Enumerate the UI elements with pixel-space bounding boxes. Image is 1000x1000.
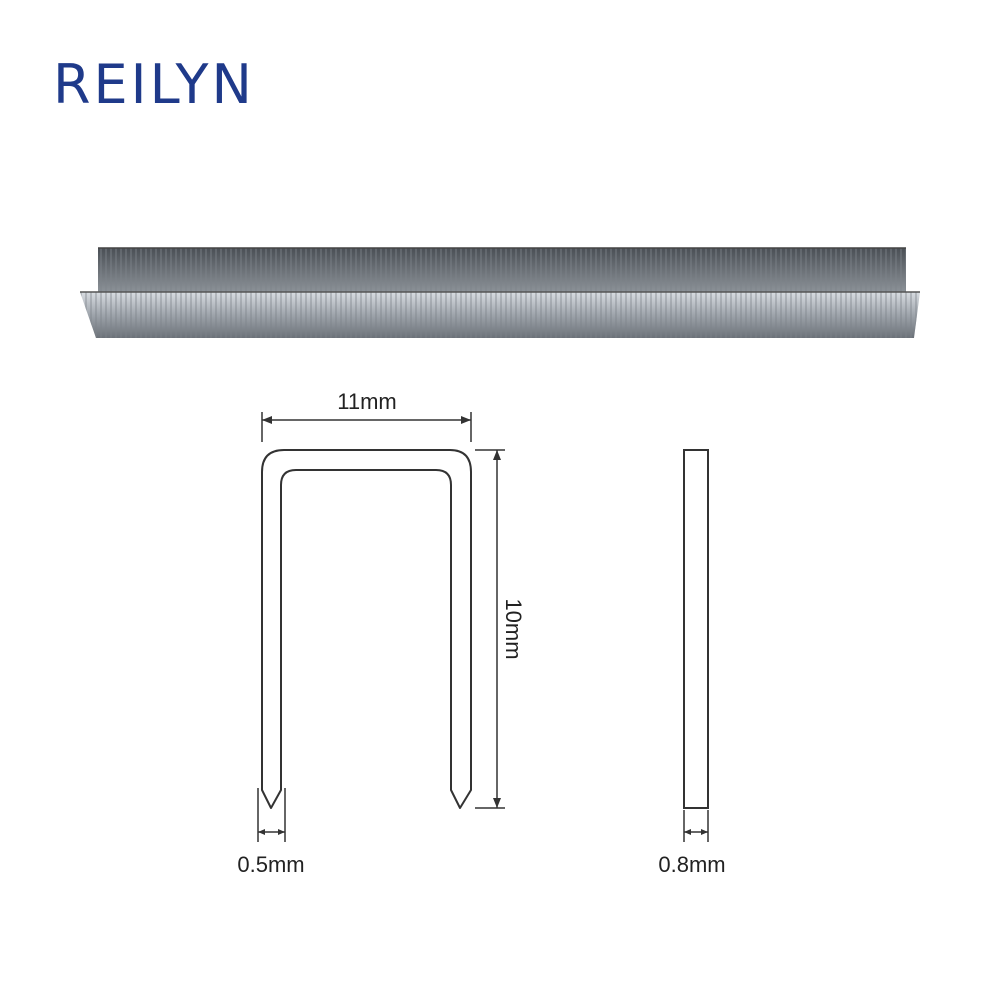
thickness-dimension: 0.8mm xyxy=(658,810,726,877)
thickness-label: 0.8mm xyxy=(658,852,725,877)
width-dimension: 11mm xyxy=(261,389,472,442)
strip-front-ridges xyxy=(80,292,920,338)
wire-width-label: 0.5mm xyxy=(237,852,304,877)
height-dimension: 10mm xyxy=(475,449,526,809)
staple-strip xyxy=(80,247,920,338)
strip-inner-ridges xyxy=(98,248,906,292)
width-label: 11mm xyxy=(337,389,397,414)
height-label: 10mm xyxy=(501,598,526,659)
staple-outline xyxy=(261,449,472,809)
staple-side-view xyxy=(683,449,709,809)
brand-logo: REILYN xyxy=(53,53,255,116)
wire-width-dimension: 0.5mm xyxy=(237,788,305,877)
